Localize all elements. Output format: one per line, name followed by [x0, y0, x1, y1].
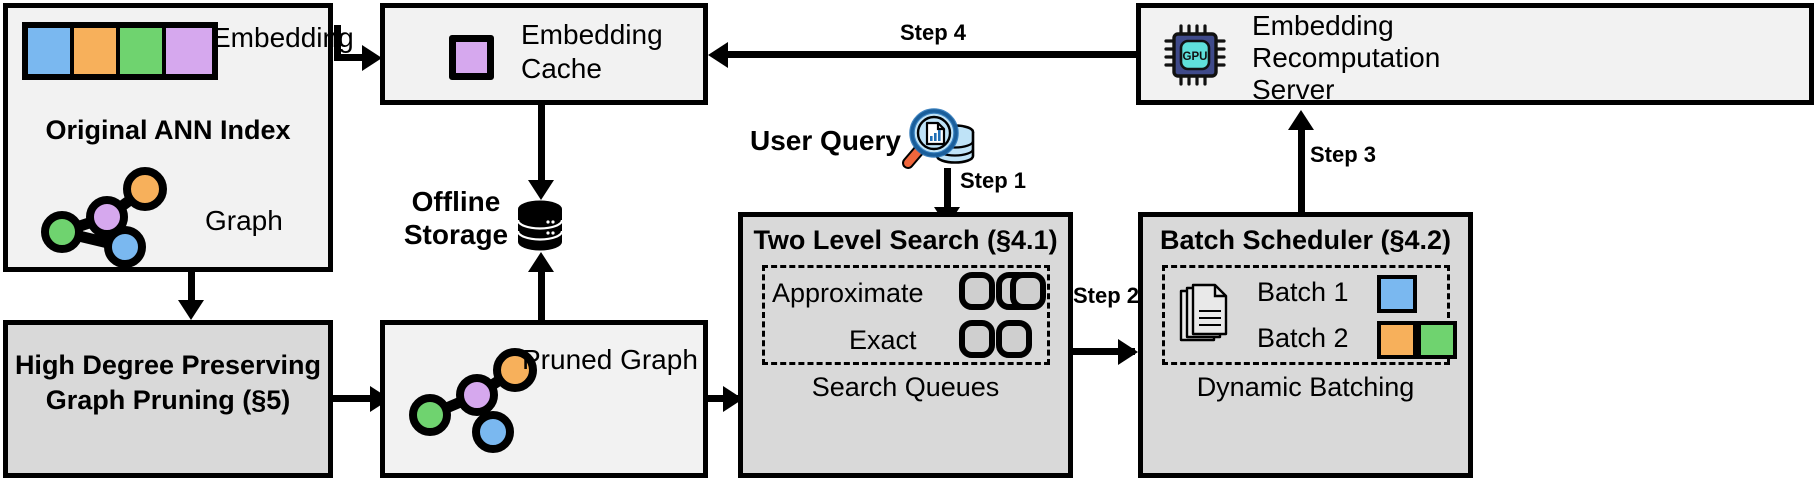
graph-label: Graph [205, 205, 283, 236]
offline-storage-line2: Storage [403, 219, 509, 250]
connector-index-to-pruning [188, 272, 195, 302]
approximate-queue-tile-3[interactable] [1010, 272, 1046, 310]
embedding-label: Embedding [212, 22, 354, 53]
pruned-graph-label: Pruned Graph [522, 344, 698, 375]
arrowhead-index-to-cache [362, 45, 382, 71]
original-ann-index-title: Original ANN Index [45, 115, 291, 145]
connector-index-up-stub [334, 25, 341, 61]
step-1-label: Step 1 [960, 168, 1027, 193]
connector-cache-to-storage [538, 105, 545, 183]
search-queues-footer: Search Queues [811, 372, 1000, 402]
arrowhead-prunedgraph-to-storage [528, 252, 554, 272]
embedding-cache-line1: Embedding [521, 19, 663, 50]
graph-pruning-line1: High Degree Preserving [14, 350, 322, 380]
batch-scheduler-title: Batch Scheduler (§4.2) [1159, 225, 1452, 255]
connector-step1 [944, 168, 951, 210]
arrowhead-index-to-pruning [178, 300, 204, 320]
recomputation-server-line1: Embedding [1252, 10, 1394, 41]
database-cylinder-icon [516, 200, 564, 252]
cached-embedding-swatch [449, 35, 494, 80]
batch-2-chip-green [1417, 321, 1457, 359]
gpu-chip-icon: GPU [1163, 23, 1227, 87]
step-3-label: Step 3 [1310, 142, 1377, 167]
batch-2-chip-orange [1377, 321, 1417, 359]
exact-queue-tile-2[interactable] [996, 320, 1032, 358]
documents-stack-icon [1177, 283, 1235, 347]
approximate-queue-tile-1[interactable] [959, 272, 995, 310]
step-4-label: Step 4 [900, 20, 967, 45]
magnifier-over-database-icon [900, 105, 978, 175]
recomputation-server-line2: Recomputation [1252, 42, 1441, 73]
dynamic-batching-panel [1162, 265, 1450, 365]
embedding-cache-line2: Cache [521, 53, 602, 84]
gpu-icon-text: GPU [1183, 51, 1208, 63]
embedding-cell-orange [74, 28, 120, 74]
offline-storage-line1: Offline [411, 186, 501, 217]
recomputation-server-line3: Server [1252, 74, 1335, 105]
step-2-label: Step 2 [1073, 283, 1140, 308]
original-graph-icon [35, 165, 185, 268]
arrowhead-step2 [1118, 339, 1138, 365]
dynamic-batching-footer: Dynamic Batching [1196, 372, 1415, 402]
exact-row-label: Exact [849, 325, 917, 355]
embedding-vector-strip [22, 22, 218, 80]
search-queues-panel [762, 265, 1050, 365]
connector-step2 [1073, 348, 1135, 355]
pruned-graph-icon [405, 348, 540, 453]
embedding-cell-blue [28, 28, 74, 74]
exact-queue-tile-1[interactable] [959, 320, 995, 358]
connector-index-to-cache [334, 54, 370, 61]
connector-prunedgraph-to-storage [538, 270, 545, 322]
arrowhead-step3 [1288, 110, 1314, 130]
graph-pruning-line2: Graph Pruning (§5) [45, 385, 291, 415]
batch-1-label: Batch 1 [1257, 277, 1349, 307]
user-query-label: User Query [750, 125, 901, 156]
batch-1-chip-blue [1377, 275, 1417, 313]
embedding-cell-purple [166, 28, 212, 74]
connector-step3 [1298, 128, 1305, 212]
arrowhead-step4 [708, 42, 728, 68]
embedding-cache-box [380, 3, 708, 105]
recomputation-server-box [1136, 3, 1814, 105]
connector-step4 [728, 51, 1138, 58]
embedding-cell-green [120, 28, 166, 74]
two-level-search-title: Two Level Search (§4.1) [753, 225, 1058, 255]
graph-pruning-box [3, 320, 333, 478]
approximate-row-label: Approximate [772, 278, 924, 308]
connector-pruning-to-pruned-graph [333, 395, 378, 402]
batch-2-label: Batch 2 [1257, 323, 1349, 353]
arrowhead-cache-to-storage [528, 180, 554, 200]
